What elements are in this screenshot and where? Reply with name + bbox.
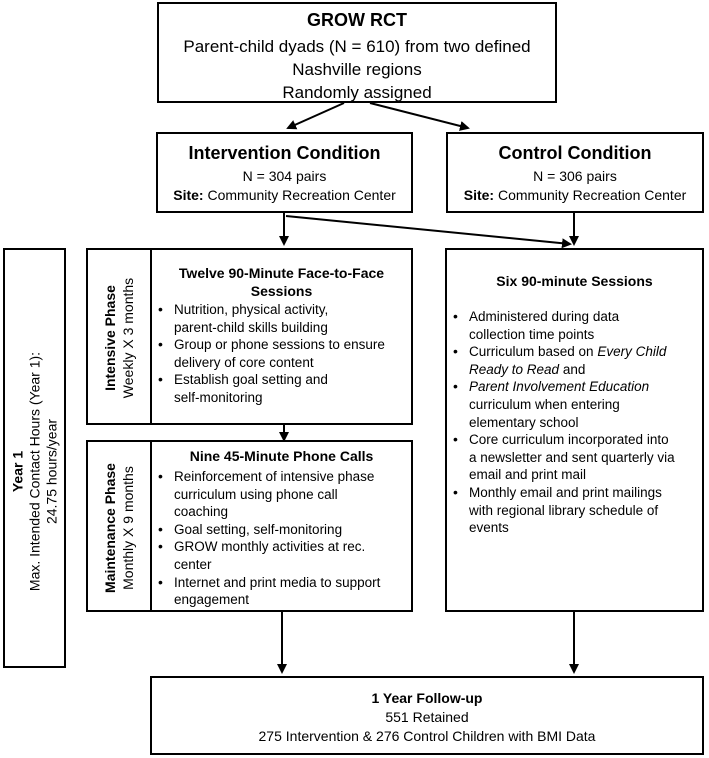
control-site-value: Community Recreation Center xyxy=(494,187,687,203)
maintenance-bullets: Reinforcement of intensive phasecurricul… xyxy=(152,468,411,609)
intensive-phase-title: Intensive Phase xyxy=(102,285,118,391)
grow-rct-population: Parent-child dyads (N = 610) from two de… xyxy=(183,37,531,79)
year-1-contact-hours: Max. Intended Contact Hours (Year 1): xyxy=(26,351,43,592)
grow-rct-box: GROW RCT Parent-child dyads (N = 610) fr… xyxy=(157,2,557,103)
maintenance-phase-frequency: Monthly X 9 months xyxy=(120,466,136,590)
list-item: Internet and print media to supportengag… xyxy=(158,574,411,609)
list-item: GROW monthly activities at rec.center xyxy=(158,538,411,573)
list-item: Nutrition, physical activity,parent-chil… xyxy=(158,301,411,336)
control-site-label: Site: xyxy=(463,187,495,203)
control-sessions-heading: Six 90-minute Sessions xyxy=(496,273,653,289)
followup-box: 1 Year Follow-up 551 Retained 275 Interv… xyxy=(150,676,704,755)
followup-bmi-data: 275 Intervention & 276 Control Children … xyxy=(258,728,596,744)
control-site: Site: Community Recreation Center xyxy=(448,186,702,205)
list-item: Group or phone sessions to ensuredeliver… xyxy=(158,336,411,371)
list-item: Establish goal setting andself-monitorin… xyxy=(158,371,411,406)
control-sessions-box: Six 90-minute Sessions Administered duri… xyxy=(445,248,704,612)
maintenance-calls-box: Nine 45-Minute Phone Calls Reinforcement… xyxy=(150,440,413,612)
year-1-label: Year 1 Max. Intended Contact Hours (Year… xyxy=(10,262,61,682)
arrow-top-to-intervention xyxy=(286,102,345,130)
intervention-site-value: Community Recreation Center xyxy=(203,187,396,203)
intensive-bullets: Nutrition, physical activity,parent-chil… xyxy=(152,301,411,407)
maintenance-phase-label-box: Maintenance Phase Monthly X 9 months xyxy=(86,440,152,612)
maintenance-calls-heading: Nine 45-Minute Phone Calls xyxy=(189,448,374,464)
year-1-hours-per-year: 24.75 hours/year xyxy=(43,418,60,525)
intervention-site: Site: Community Recreation Center xyxy=(158,186,411,205)
intensive-heading-line1: Twelve 90-Minute Face-to-Face xyxy=(178,265,385,281)
list-item: Goal setting, self-monitoring xyxy=(158,521,411,539)
control-pairs: N = 306 pairs xyxy=(533,168,617,184)
grow-rct-assignment: Randomly assigned xyxy=(282,83,432,102)
control-title: Control Condition xyxy=(498,143,652,163)
maintenance-phase-label: Maintenance Phase Monthly X 9 months xyxy=(101,443,137,613)
control-bullets: Administered during data collection time… xyxy=(447,308,702,537)
list-item: Reinforcement of intensive phasecurricul… xyxy=(158,468,411,521)
arrow-intervention-to-control-sessions xyxy=(285,215,572,249)
intensive-phase-label-box: Intensive Phase Weekly X 3 months xyxy=(86,248,152,425)
maintenance-phase-title: Maintenance Phase xyxy=(102,463,118,593)
arrow-top-to-control xyxy=(369,102,470,131)
intervention-site-label: Site: xyxy=(173,187,204,203)
followup-title: 1 Year Follow-up xyxy=(371,690,483,706)
list-item: Core curriculum incorporated into a news… xyxy=(453,431,702,484)
list-item: Parent Involvement Education curriculum … xyxy=(453,378,702,431)
intensive-heading-line2: Sessions xyxy=(250,283,313,299)
followup-retained: 551 Retained xyxy=(385,709,469,725)
intensive-sessions-heading: Twelve 90-Minute Face-to-Face Sessions xyxy=(152,264,411,300)
year-1-box: Year 1 Max. Intended Contact Hours (Year… xyxy=(3,248,66,668)
intervention-title: Intervention Condition xyxy=(188,143,381,163)
intervention-pairs: N = 304 pairs xyxy=(242,168,327,184)
control-condition-box: Control Condition N = 306 pairs Site: Co… xyxy=(446,132,704,213)
list-item: Administered during data collection time… xyxy=(453,308,702,343)
year-1-title: Year 1 xyxy=(9,450,26,493)
intensive-sessions-box: Twelve 90-Minute Face-to-Face Sessions N… xyxy=(150,248,413,425)
grow-rct-title: GROW RCT xyxy=(307,10,407,30)
list-item: Monthly email and print mailings with re… xyxy=(453,484,702,537)
intensive-phase-label: Intensive Phase Weekly X 3 months xyxy=(101,251,137,425)
list-item: Curriculum based on Every Child Ready to… xyxy=(453,343,702,378)
intervention-condition-box: Intervention Condition N = 304 pairs Sit… xyxy=(156,132,413,213)
intensive-phase-frequency: Weekly X 3 months xyxy=(120,277,136,399)
